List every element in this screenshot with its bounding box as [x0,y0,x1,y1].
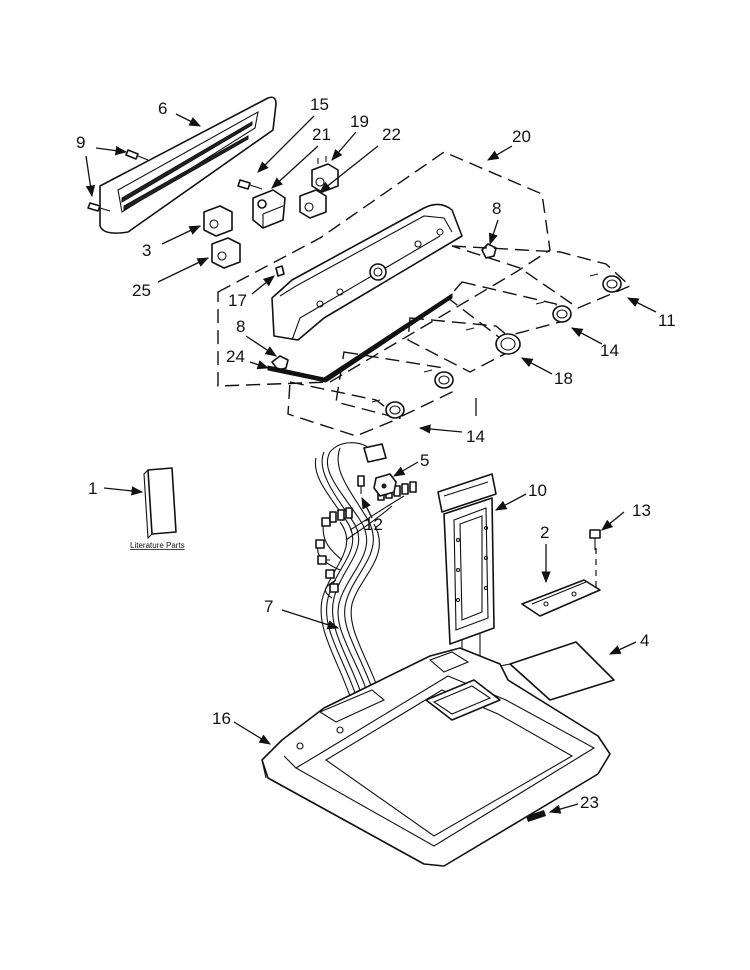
part-14-knob-mid [423,369,454,389]
callout-18: 18 [554,369,573,388]
knob-guides [287,245,632,437]
part-22-switch [299,189,327,219]
part-6-trim-panel [99,96,277,234]
part-10-lid-frame [437,473,497,690]
callout-24: 24 [226,347,245,366]
callout-13: 13 [632,501,651,520]
part-2-bracket [521,548,601,617]
callout-2: 2 [540,523,549,542]
part-1-literature: Literature Parts [130,467,185,550]
part-12-screw [357,475,365,494]
callout-6: 6 [158,99,167,118]
callout-12: 12 [364,515,383,534]
callout-14-upper: 14 [600,341,619,360]
part-25-switch [211,237,241,269]
callout-8-lower: 8 [236,317,245,336]
part-4-sheet [499,641,615,701]
callout-5: 5 [420,451,429,470]
callout-7: 7 [264,597,273,616]
part-18-knob [465,327,521,355]
callout-23: 23 [580,793,599,812]
part-24-strip [267,293,453,383]
part-9-screws [87,149,149,212]
callout-9: 9 [76,133,85,152]
part-16-top-cover [261,647,611,867]
callout-20: 20 [512,127,531,146]
part-3-switch [203,205,233,237]
callout-3: 3 [142,241,151,260]
part-5-connector [373,473,397,497]
callout-21: 21 [312,125,331,144]
callout-22: 22 [382,125,401,144]
callout-17: 17 [228,291,247,310]
callout-labels: 6 9 15 21 19 22 20 8 3 25 17 8 24 11 14 … [76,95,676,812]
leader-lines [85,113,657,814]
callout-1: 1 [88,479,97,498]
literature-caption: Literature Parts [130,541,185,550]
callout-10: 10 [528,481,547,500]
callout-4: 4 [640,631,649,650]
part-14-knob-upper [535,301,572,323]
callout-19: 19 [350,112,369,131]
part-13-screw [589,529,601,550]
part-15-screw [237,179,263,190]
callout-11: 11 [658,311,676,330]
callout-25: 25 [132,281,151,300]
part-11-knob [589,273,622,293]
part-20-console [217,151,551,387]
part-7-wire-harness [314,442,417,709]
part-23-badge [526,810,546,822]
part-21-timer [252,189,286,229]
callout-8-upper: 8 [492,199,501,218]
part-19-switch [311,156,339,193]
part-8-clip-upper [481,243,497,259]
callout-16: 16 [212,709,231,728]
part-14-knob-lower [371,399,405,419]
callout-15: 15 [310,95,329,114]
callout-14-lower: 14 [466,427,485,446]
part-17-clip [275,265,285,277]
